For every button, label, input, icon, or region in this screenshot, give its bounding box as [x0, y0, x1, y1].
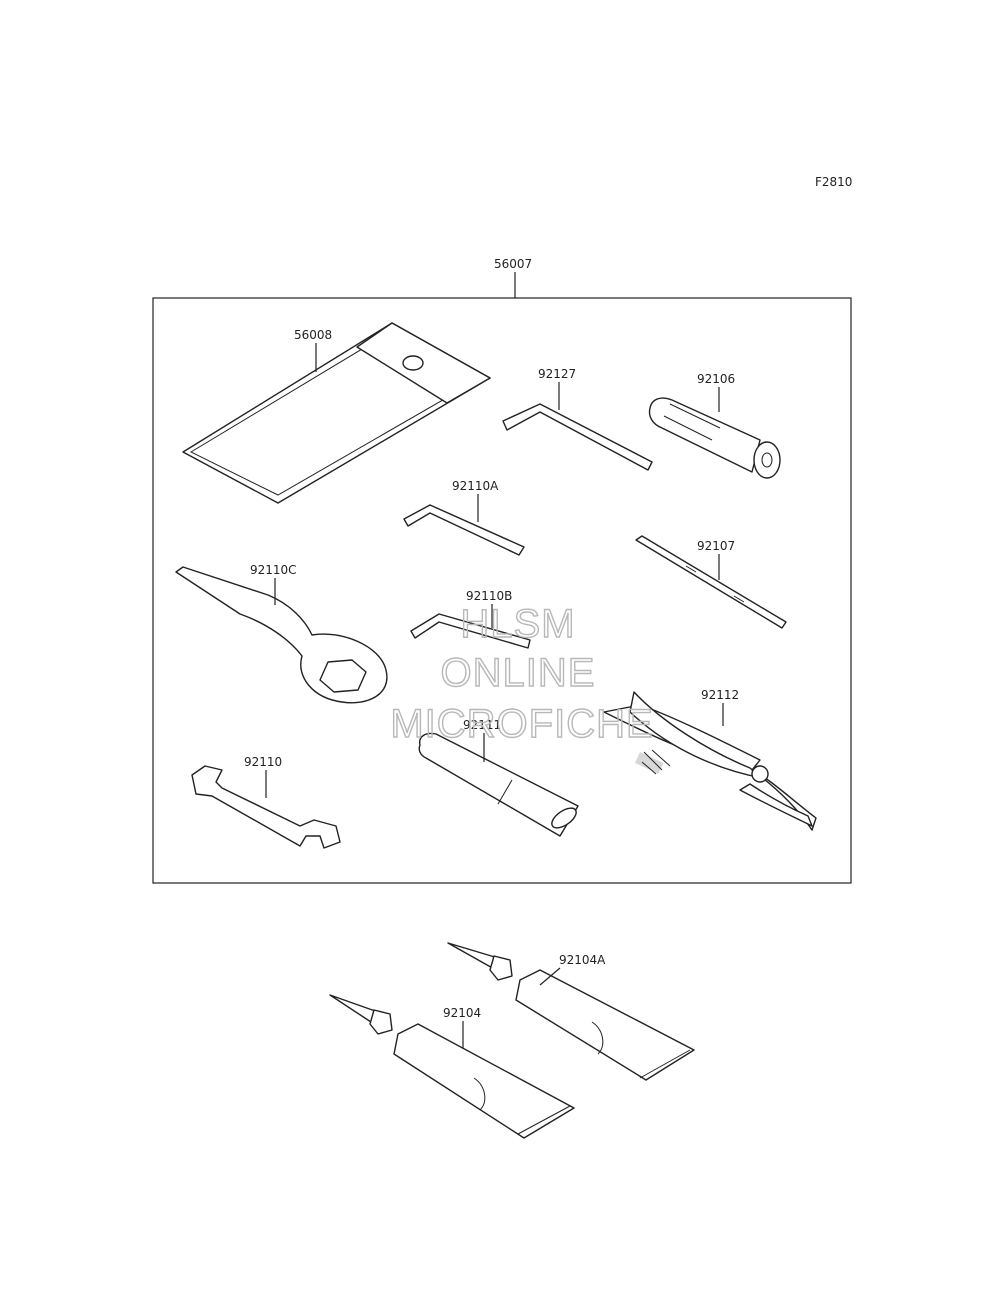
- pliers-92112: [603, 691, 817, 831]
- hex-key-92110B: [410, 613, 531, 649]
- hex-key-92127: [502, 403, 653, 471]
- leader-92104A: [539, 967, 561, 986]
- screwdriver-92107: [635, 535, 787, 629]
- label-92127: 92127: [538, 367, 576, 381]
- label-56007: 56007: [494, 257, 532, 271]
- label-92110A: 92110A: [452, 479, 499, 493]
- socket-92106: [648, 397, 781, 479]
- label-92112: 92112: [701, 688, 739, 702]
- label-92110B: 92110B: [466, 589, 512, 603]
- tool-kit-box: [152, 297, 852, 884]
- watermark-line-1: HLSM: [460, 602, 575, 646]
- ring-spanner-92110C: [175, 566, 388, 704]
- extension-bar-92111: [418, 732, 579, 837]
- figure-code: F2810: [815, 175, 852, 189]
- watermark-line-2: ONLINE: [441, 651, 596, 695]
- label-92107: 92107: [697, 539, 735, 553]
- label-56008: 56008: [294, 328, 332, 342]
- label-92104A: 92104A: [559, 953, 606, 967]
- label-92104: 92104: [443, 1006, 481, 1020]
- tool-bag-56008: [182, 322, 491, 504]
- watermark-line-3: MICROFICHE: [390, 702, 653, 746]
- label-92106: 92106: [697, 372, 735, 386]
- open-wrench-92110: [191, 765, 341, 849]
- label-92110C: 92110C: [250, 563, 297, 577]
- hex-key-92110A: [403, 504, 525, 556]
- label-92111: 92111: [463, 718, 501, 732]
- label-92110: 92110: [244, 755, 282, 769]
- grease-tube-92104: [329, 994, 575, 1139]
- grease-tube-92104A: [447, 942, 695, 1081]
